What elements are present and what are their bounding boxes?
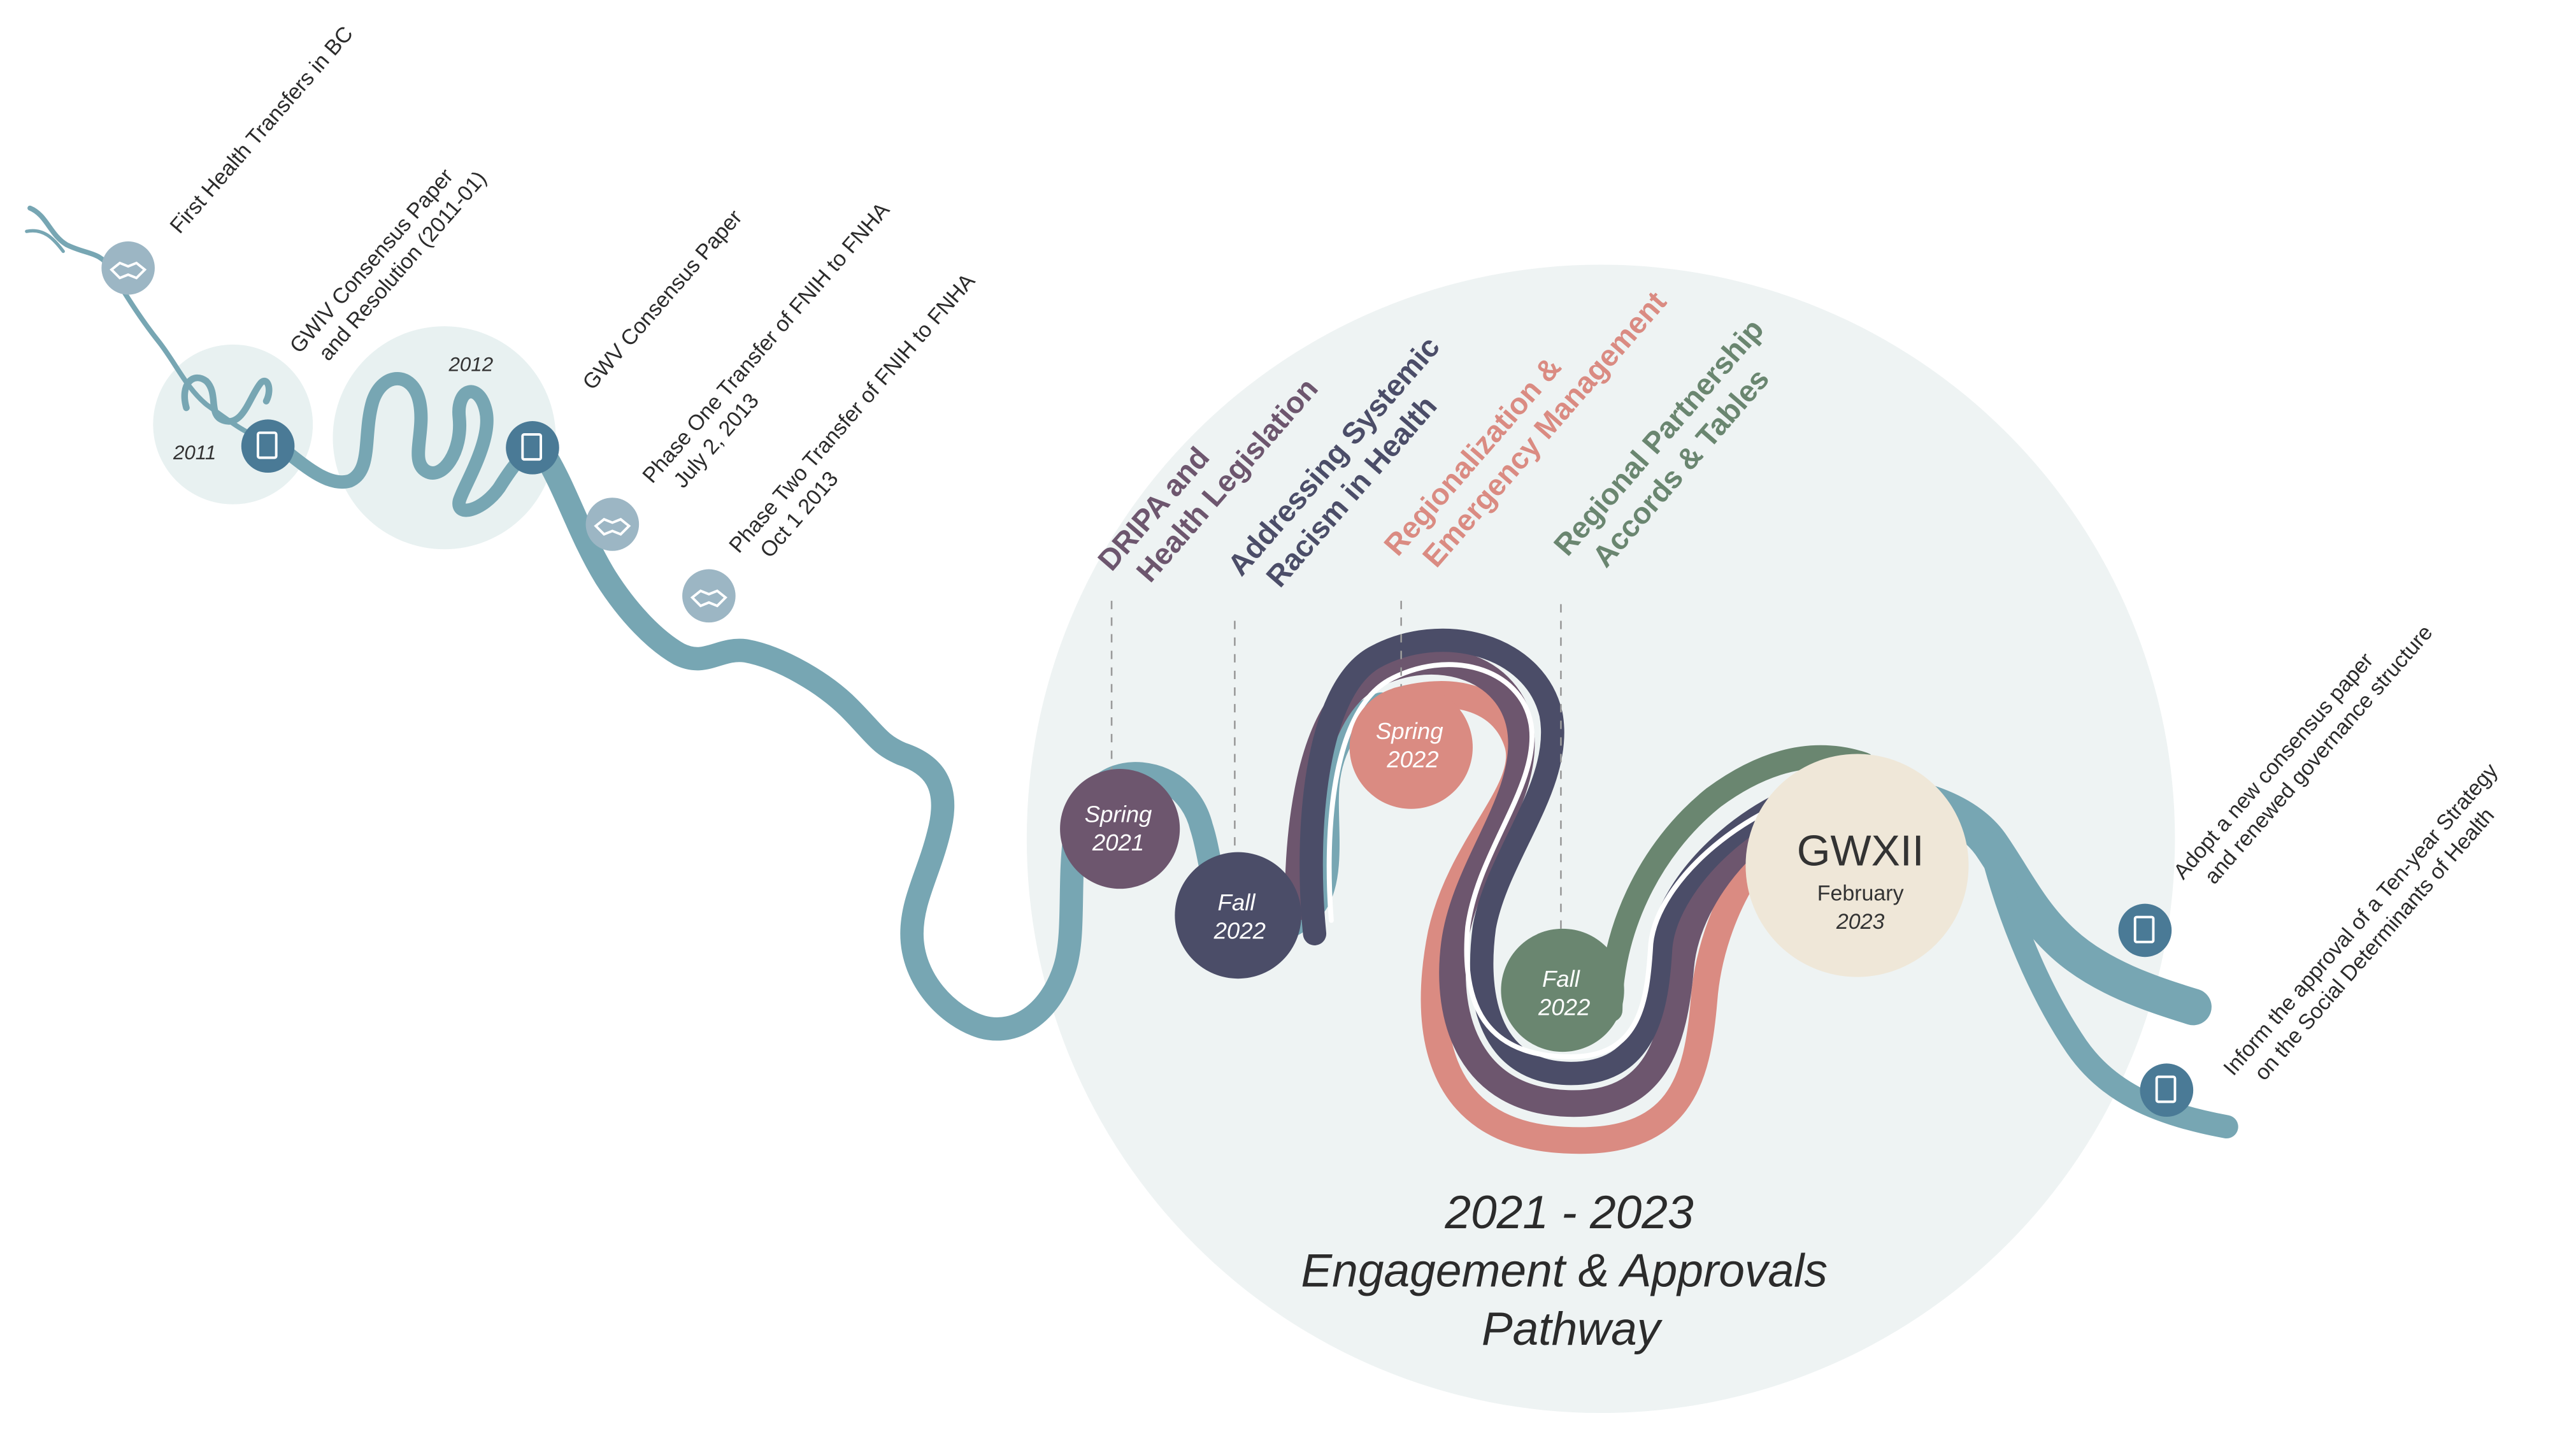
milestone-spring-2022: Spring 2022 <box>1349 685 1473 809</box>
gwxii-month: February <box>1817 881 1904 905</box>
document-icon-glyph <box>521 433 542 461</box>
event-first-health-transfers: First Health Transfers in BC <box>101 22 358 295</box>
handshake-icon <box>101 241 155 295</box>
document-icon <box>2118 903 2172 957</box>
milestone-year: 2022 <box>1538 994 1590 1021</box>
document-icon-glyph <box>2155 1075 2177 1103</box>
milestone-circle <box>1175 852 1301 979</box>
handshake-icon-glyph <box>690 589 727 608</box>
document-icon-glyph <box>2133 915 2155 943</box>
event-label-line2: and renewed governance structure <box>2200 620 2438 889</box>
theme-ribbons <box>1284 628 1877 1154</box>
event-phase-one-transfer: Phase One Transfer of FNIH to FNHA July … <box>585 197 894 551</box>
pathway-title-line2: Engagement & Approvals <box>1301 1245 1828 1296</box>
pathway-title-years: 2021 - 2023 <box>1444 1187 1694 1238</box>
milestone-season: Fall <box>1542 966 1580 992</box>
document-icon <box>506 421 559 475</box>
milestone-year: 2022 <box>1386 746 1438 772</box>
milestone-fall-2022-b: Fall 2022 <box>1501 928 1624 1052</box>
handshake-icon <box>682 569 736 623</box>
document-icon <box>2140 1063 2194 1117</box>
pathway-background-circle <box>1026 264 2175 1414</box>
milestone-circle <box>1349 685 1473 809</box>
year-2011-label: 2011 <box>173 441 216 464</box>
event-ten-year-strategy: Inform the approval of a Ten-year Strate… <box>2140 759 2503 1117</box>
year-2012-label: 2012 <box>448 354 493 376</box>
gwxii-title: GWXII <box>1797 828 1924 875</box>
milestone-season: Fall <box>1218 889 1256 915</box>
handshake-icon <box>585 498 640 551</box>
event-label-line2: on the Social Determinants of Health <box>2250 803 2499 1085</box>
pathway-title-line3: Pathway <box>1482 1303 1663 1355</box>
event-label: Phase Two Transfer of FNIH to FNHA <box>724 269 980 557</box>
milestone-season: Spring <box>1376 718 1443 744</box>
milestone-circle <box>1501 928 1624 1052</box>
pathway-title: 2021 - 2023 Engagement & Approvals Pathw… <box>1301 1187 1828 1355</box>
gwxii-circle <box>1745 754 1969 977</box>
handshake-icon-glyph <box>110 261 147 280</box>
milestone-fall-2022-a: Fall 2022 <box>1175 852 1301 979</box>
milestone-year: 2022 <box>1213 918 1266 944</box>
event-label: Adopt a new consensus paper <box>2169 649 2378 884</box>
event-label: Phase One Transfer of FNIH to FNHA <box>638 197 894 487</box>
milestone-spring-2021: Spring 2021 <box>1060 769 1180 889</box>
milestone-season: Spring <box>1085 801 1152 828</box>
milestone-year: 2021 <box>1092 829 1144 856</box>
document-icon-glyph <box>256 431 278 459</box>
gwxii-year: 2023 <box>1836 910 1885 934</box>
event-phase-two-transfer: Phase Two Transfer of FNIH to FNHA Oct 1… <box>682 269 980 623</box>
document-icon <box>241 419 295 473</box>
gwxii-milestone: GWXII February 2023 <box>1745 754 1969 977</box>
handshake-icon-glyph <box>594 517 631 536</box>
event-label: First Health Transfers in BC <box>165 22 357 238</box>
milestone-circle <box>1060 769 1180 889</box>
event-label: GWV Consensus Paper <box>578 205 747 394</box>
